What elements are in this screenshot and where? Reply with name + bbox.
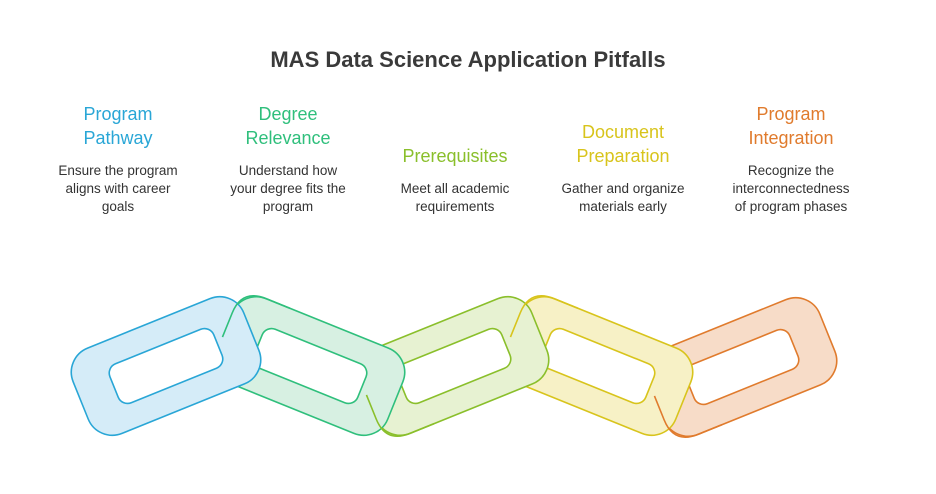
diagram-title: MAS Data Science Application Pitfalls bbox=[270, 47, 666, 72]
chain-link-2 bbox=[214, 295, 406, 437]
item-title: Document Preparation bbox=[538, 120, 708, 168]
item-desc-line: Recognize the bbox=[747, 163, 835, 178]
item-title-line: Program bbox=[756, 104, 826, 124]
chain-interlock-5-over-4 bbox=[653, 395, 723, 438]
chain-interlock-2-over-1 bbox=[221, 295, 291, 338]
item-title-line: Document bbox=[581, 122, 665, 142]
chain-interlock-4-over-3 bbox=[509, 295, 579, 338]
item-description: Understand how your degree fits the prog… bbox=[203, 162, 373, 216]
item-document-preparation: Document Preparation Gather and organize… bbox=[538, 120, 708, 216]
item-description: Ensure the program aligns with career go… bbox=[33, 162, 203, 216]
chain-link-3 bbox=[358, 295, 550, 437]
item-desc-line: materials early bbox=[579, 199, 667, 214]
item-title: Program Pathway bbox=[33, 102, 203, 150]
item-desc-line: interconnectedness bbox=[732, 181, 850, 196]
item-title-line: Prerequisites bbox=[402, 146, 508, 166]
item-program-pathway: Program Pathway Ensure the program align… bbox=[33, 102, 203, 216]
item-title: Degree Relevance bbox=[203, 102, 373, 150]
item-desc-line: Meet all academic bbox=[400, 181, 510, 196]
item-desc-line: program bbox=[262, 199, 314, 214]
item-degree-relevance: Degree Relevance Understand how your deg… bbox=[203, 102, 373, 216]
item-desc-line: Gather and organize bbox=[561, 181, 685, 196]
item-title: Program Integration bbox=[706, 102, 876, 150]
item-title-line: Pathway bbox=[83, 128, 153, 148]
item-desc-line: of program phases bbox=[734, 199, 848, 214]
item-description: Recognize the interconnectedness of prog… bbox=[706, 162, 876, 216]
item-desc-line: Ensure the program bbox=[58, 163, 178, 178]
item-description: Meet all academic requirements bbox=[370, 180, 540, 216]
item-desc-line: goals bbox=[101, 199, 135, 214]
item-title-line: Program bbox=[83, 104, 153, 124]
item-prerequisites: Prerequisites Meet all academic requirem… bbox=[370, 144, 540, 216]
item-desc-line: requirements bbox=[415, 199, 495, 214]
chain-interlock-3-over-2 bbox=[365, 394, 435, 437]
item-title-line: Relevance bbox=[245, 128, 331, 148]
item-title-line: Integration bbox=[748, 128, 834, 148]
item-title: Prerequisites bbox=[370, 144, 540, 168]
item-title-line: Preparation bbox=[576, 146, 670, 166]
item-desc-line: your degree fits the bbox=[230, 181, 346, 196]
item-program-integration: Program Integration Recognize the interc… bbox=[706, 102, 876, 216]
item-title-line: Degree bbox=[258, 104, 318, 124]
chain-link-1 bbox=[70, 295, 262, 437]
item-description: Gather and organize materials early bbox=[538, 180, 708, 216]
item-desc-line: Understand how bbox=[238, 163, 338, 178]
item-desc-line: aligns with career bbox=[65, 181, 171, 196]
